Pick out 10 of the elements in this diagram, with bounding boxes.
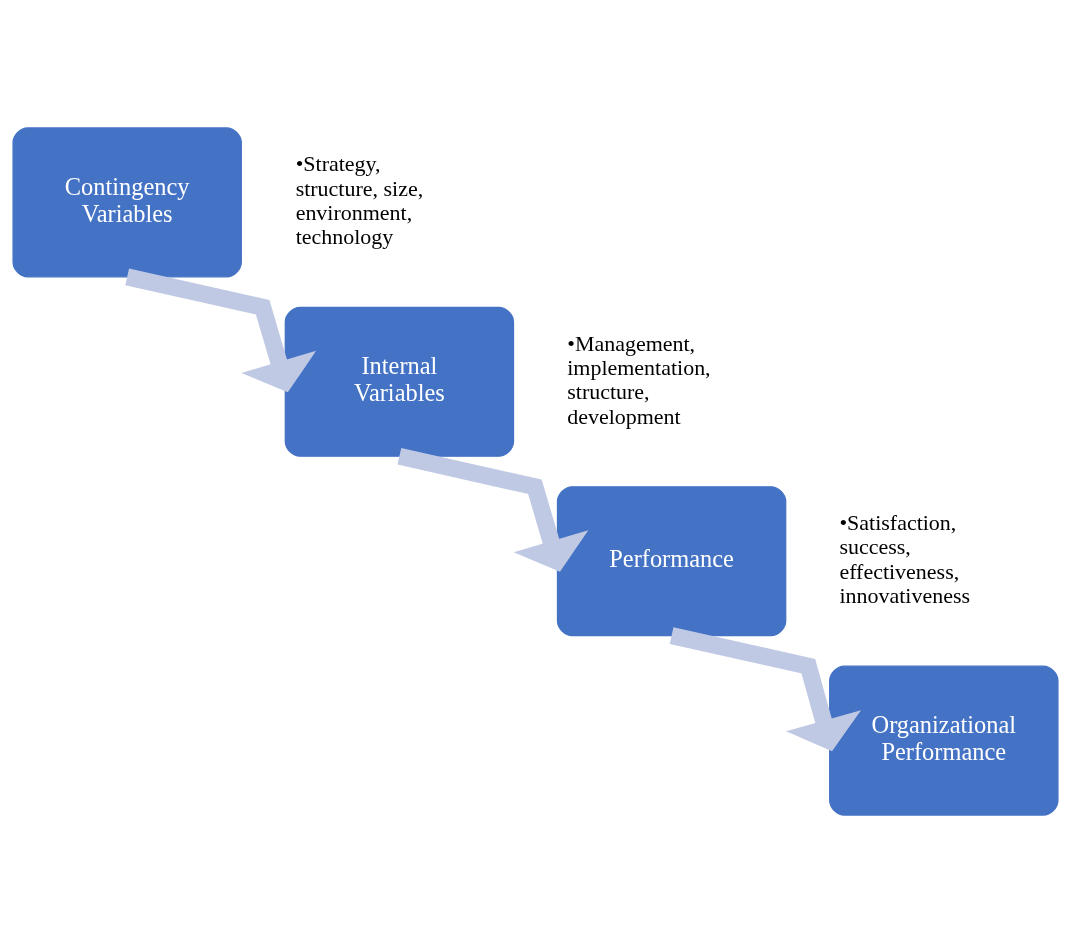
node-label: •Management, implementation, structure, development [567, 330, 711, 429]
node-box: Contingency Variables [12, 127, 242, 278]
node-box: Internal Variables [284, 306, 515, 457]
node-label: •Strategy, structure, size, environment, technology [295, 151, 424, 250]
node-box: Performance [556, 486, 787, 637]
arrow [125, 268, 317, 393]
node-label: •Satisfaction, success, effectiveness, innovativeness [839, 509, 971, 609]
arrow [669, 627, 861, 752]
node-box: Organizational Performance [829, 665, 1059, 816]
arrow [397, 447, 589, 572]
